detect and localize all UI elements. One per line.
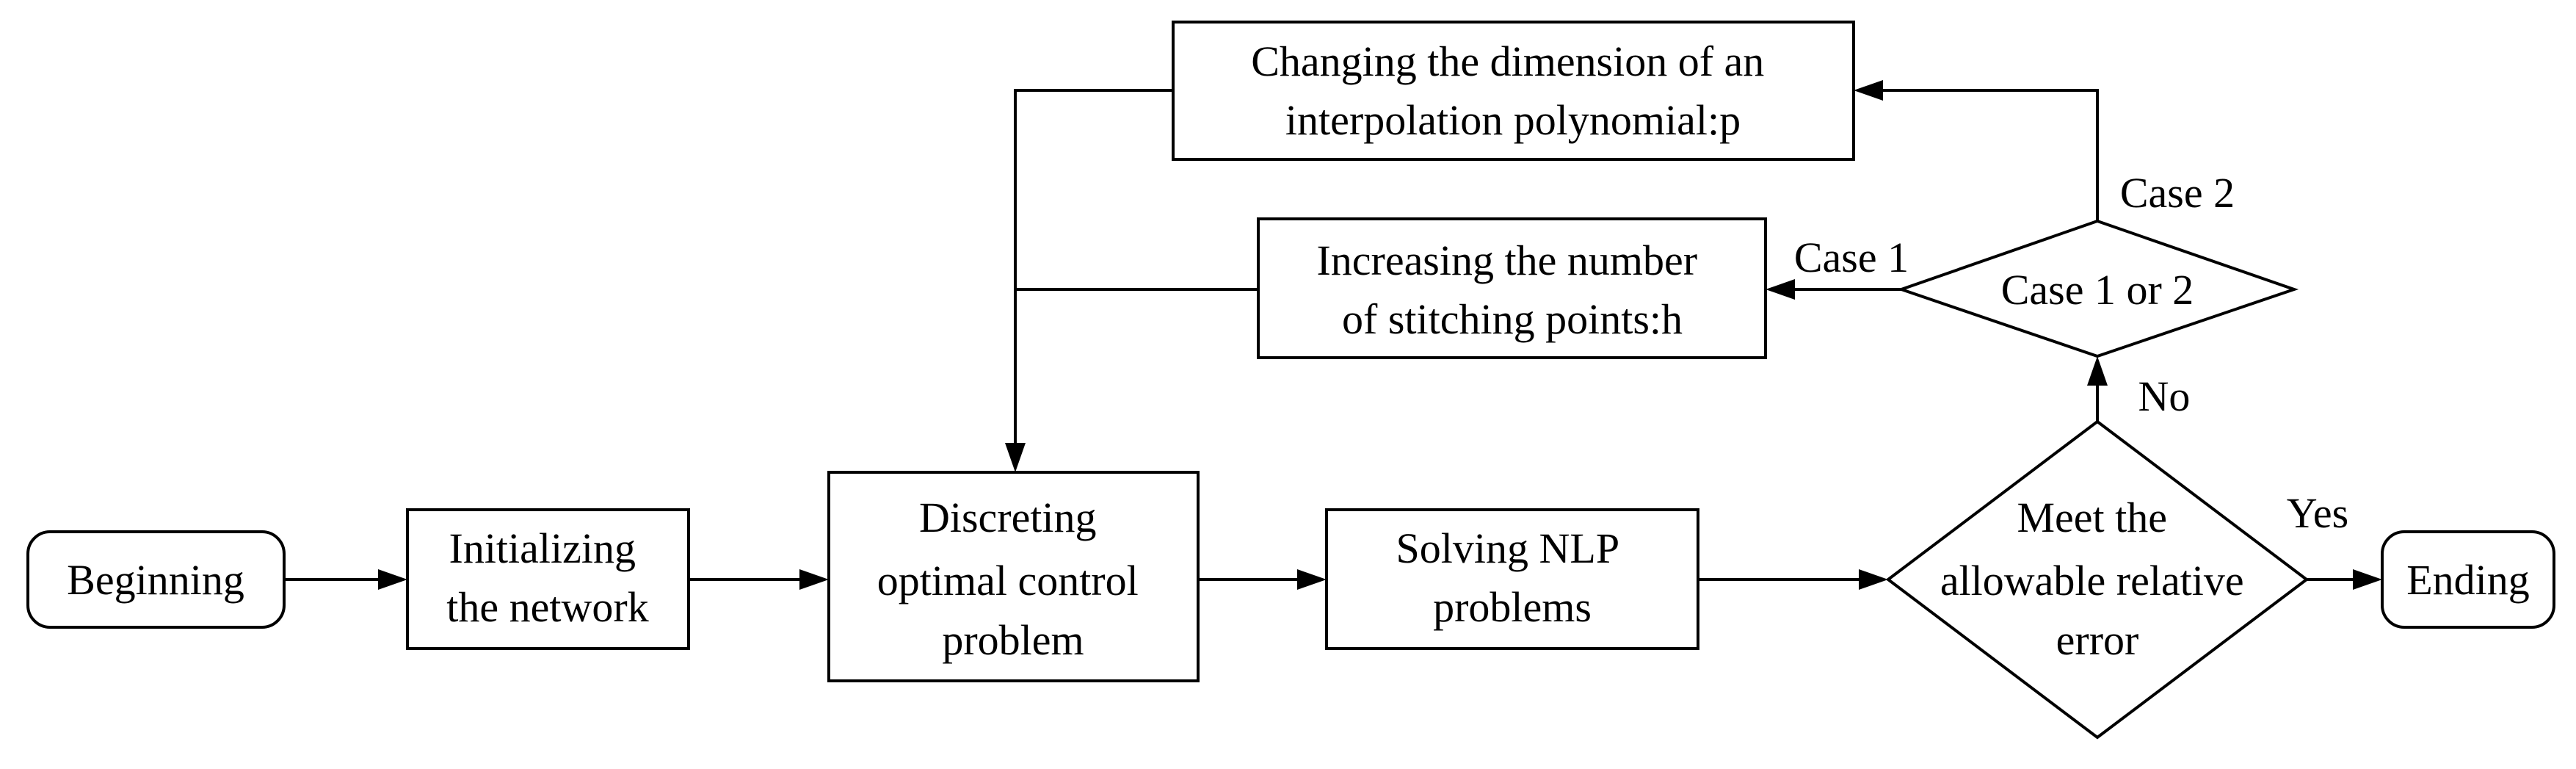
edge-labels: Yes No Case 1 Case 2 bbox=[1794, 169, 2348, 537]
solving-label-line-2: problems bbox=[1433, 583, 1592, 631]
arrowhead-initializing bbox=[378, 569, 407, 590]
ending-node: Ending bbox=[2381, 530, 2555, 629]
arrowhead-increasing bbox=[1766, 279, 1795, 300]
case2-label: Case 2 bbox=[2120, 169, 2235, 217]
yes-label: Yes bbox=[2287, 489, 2348, 537]
beginning-node: Beginning bbox=[26, 530, 286, 629]
changing-label: Changing the dimension of an interpolati… bbox=[1251, 37, 1775, 144]
initializing-label: Initializing the network bbox=[446, 524, 648, 631]
meet-label-line-3: error bbox=[2056, 616, 2139, 664]
no-label: No bbox=[2138, 372, 2191, 420]
beginning-terminal bbox=[26, 530, 286, 629]
beginning-label-line-1: Beginning bbox=[67, 556, 244, 604]
increasing-label-line-2: of stitching points:h bbox=[1342, 295, 1683, 343]
discreting-label-line-2: optimal control bbox=[877, 557, 1139, 604]
case1-label: Case 1 bbox=[1794, 234, 1909, 281]
arrowhead-case-decision bbox=[2087, 356, 2108, 386]
meet-label-line-2: allowable relative bbox=[1940, 557, 2244, 604]
case-label: Case 1 or 2 bbox=[2001, 266, 2194, 314]
meet-node: Meet the allowable relative error bbox=[1885, 419, 2310, 740]
initializing-node: Initializing the network bbox=[406, 508, 690, 650]
solving-label-line-1: Solving NLP bbox=[1396, 524, 1618, 572]
case-decision-diamond bbox=[1896, 219, 2299, 358]
ending-label: Ending bbox=[2406, 556, 2530, 604]
initializing-box bbox=[406, 508, 690, 650]
meet-label-line-1: Meet the bbox=[2017, 494, 2167, 541]
discreting-node: Discreting optimal control problem bbox=[827, 471, 1200, 682]
ending-label-line-1: Ending bbox=[2406, 556, 2530, 604]
connectors bbox=[284, 80, 2382, 590]
discreting-label-line-3: problem bbox=[942, 616, 1084, 664]
solving-label: Solving NLP problems bbox=[1396, 524, 1629, 631]
changing-node: Changing the dimension of an interpolati… bbox=[1172, 21, 1855, 161]
initializing-label-line-2: the network bbox=[446, 583, 648, 631]
meet-decision-diamond bbox=[1885, 419, 2310, 740]
discreting-label-line-1: Discreting bbox=[919, 494, 1097, 541]
arrowhead-meet bbox=[1859, 569, 1888, 590]
beginning-label: Beginning bbox=[67, 556, 244, 604]
increasing-node: Increasing the number of stitching point… bbox=[1257, 217, 1767, 359]
increasing-box bbox=[1257, 217, 1767, 359]
meet-label: Meet the allowable relative error bbox=[1940, 494, 2254, 664]
changing-label-line-2: interpolation polynomial:p bbox=[1285, 96, 1741, 144]
loop-changing-to-discreting bbox=[1014, 89, 1173, 443]
changing-box bbox=[1172, 21, 1855, 161]
increasing-label-line-1: Increasing the number bbox=[1316, 237, 1697, 284]
discreting-box bbox=[827, 471, 1200, 682]
arrow-case-to-changing bbox=[1883, 89, 2099, 221]
arrowhead-discreting bbox=[799, 569, 829, 590]
solving-node: Solving NLP problems bbox=[1325, 508, 1699, 650]
increasing-label: Increasing the number of stitching point… bbox=[1316, 237, 1708, 343]
arrowhead-solving bbox=[1297, 569, 1327, 590]
case-label-line-1: Case 1 or 2 bbox=[2001, 266, 2194, 314]
arrowhead-changing bbox=[1854, 80, 1883, 101]
ending-terminal bbox=[2381, 530, 2555, 629]
solving-box bbox=[1325, 508, 1699, 650]
changing-label-line-1: Changing the dimension of an bbox=[1251, 37, 1764, 85]
initializing-label-line-1: Initializing bbox=[449, 524, 636, 572]
arrowhead-ending bbox=[2353, 569, 2382, 590]
discreting-label: Discreting optimal control problem bbox=[877, 494, 1150, 664]
case-node: Case 1 or 2 bbox=[1896, 219, 2299, 358]
arrowhead-discreting-top bbox=[1005, 443, 1026, 472]
